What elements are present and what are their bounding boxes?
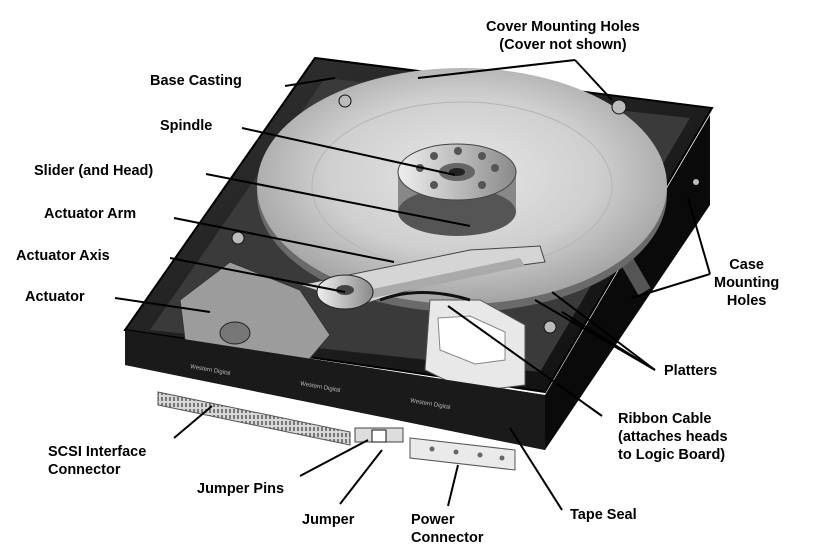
leader-power <box>447 464 459 507</box>
label-scsi-connector: SCSI Interface Connector <box>48 444 147 478</box>
leader-tape <box>509 427 563 511</box>
leader-arm <box>173 217 395 263</box>
leader-platter-3 <box>561 311 656 371</box>
actuator-assembly <box>179 245 546 371</box>
leader-cover-2 <box>574 59 613 101</box>
leader-axis <box>169 257 346 293</box>
jumper-block <box>371 429 387 443</box>
label-slider: Slider (and Head) <box>34 163 154 179</box>
leader-case-2 <box>631 273 711 299</box>
label-jumper-pins: Jumper Pins <box>197 481 285 497</box>
leader-ribbon <box>447 305 603 417</box>
label-platters: Platters <box>664 363 718 379</box>
leader-cover-1 <box>417 59 576 79</box>
leader-actuator <box>114 297 211 313</box>
label-actuator-arm: Actuator Arm <box>44 206 137 222</box>
scsi-connector <box>157 391 351 446</box>
leader-slider <box>205 173 471 227</box>
mounting-holes <box>231 94 699 334</box>
leader-jumper-pins <box>299 439 369 477</box>
label-case-mounting-holes: Case Mounting Holes <box>714 257 780 309</box>
label-tape-seal: Tape Seal <box>570 507 637 523</box>
leader-scsi <box>173 405 213 439</box>
label-actuator: Actuator <box>25 289 85 305</box>
leader-jumper <box>339 449 383 505</box>
power-connector <box>409 437 516 471</box>
label-spindle: Spindle <box>160 118 213 134</box>
spindle-hub <box>397 143 517 236</box>
label-actuator-axis: Actuator Axis <box>16 248 110 264</box>
label-power-connector: Power Connector <box>411 512 484 546</box>
label-base-casting: Base Casting <box>150 73 242 89</box>
leader-platter-1 <box>551 291 656 371</box>
actuator-coil-hole <box>219 321 251 345</box>
ribbon-connector-block <box>379 291 526 393</box>
label-cover-mounting-holes: Cover Mounting Holes (Cover not shown) <box>486 19 640 53</box>
leader-spindle <box>241 127 456 176</box>
leader-base <box>284 77 336 87</box>
label-ribbon-cable: Ribbon Cable (attaches heads to Logic Bo… <box>618 411 728 463</box>
label-jumper: Jumper <box>302 512 355 528</box>
logic-board: Western Digital Western Digital Western … <box>125 330 545 450</box>
leader-case-1 <box>687 197 711 275</box>
leader-lines <box>114 59 711 511</box>
